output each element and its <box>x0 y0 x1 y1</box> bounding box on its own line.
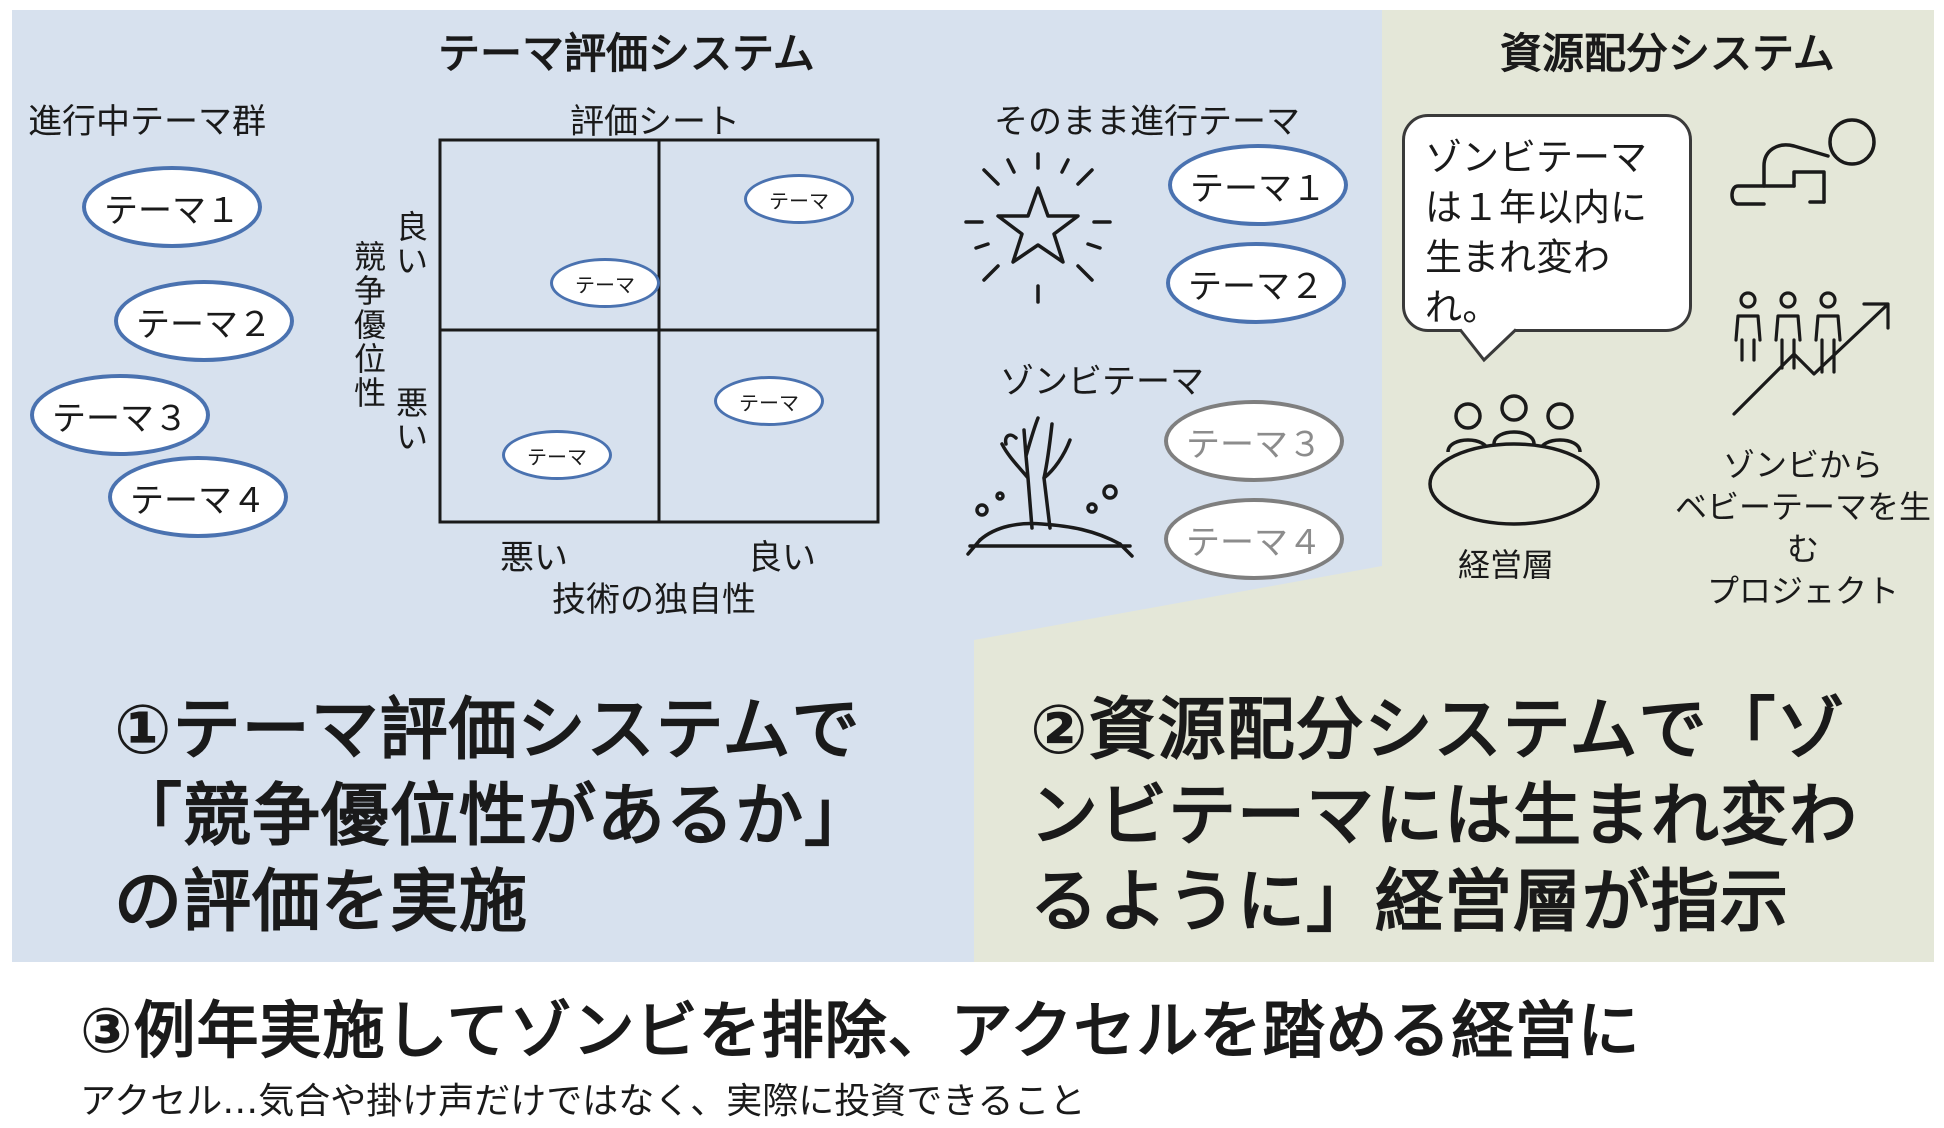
sheet-theme-top-right: テーマ <box>744 174 854 224</box>
bubble-line-1: ゾンビテーマ <box>1425 136 1647 179</box>
ongoing-theme-2: テーマ２ <box>114 280 294 362</box>
continue-theme-2: テーマ２ <box>1166 242 1346 324</box>
sheet-theme-bottom-right: テーマ <box>714 376 824 426</box>
project-line-3: プロジェクト <box>1706 572 1899 610</box>
footer-headline: ③例年実施してゾンビを排除、アクセルを踏める経営に <box>80 994 1641 1067</box>
project-line-2: ベビーテーマを生む <box>1674 488 1931 568</box>
meeting-table-icon <box>1428 394 1600 526</box>
x-bad-label: 悪い <box>500 538 568 578</box>
resource-system-title: 資源配分システム <box>1500 29 1835 78</box>
management-label: 経営層 <box>1458 546 1555 584</box>
y-good-label: 良い <box>395 208 428 280</box>
project-line-1: ゾンビから <box>1722 446 1883 484</box>
continue-theme-1: テーマ１ <box>1168 144 1348 226</box>
statement-1-line-1: ①テーマ評価システムで <box>114 691 861 770</box>
zombie-hand-icon <box>966 416 1134 558</box>
statement-2-line-2: ンビテーマには生まれ変わ <box>1030 777 1859 856</box>
y-axis-label: 競争優位性 <box>353 238 386 412</box>
statement-1-line-2: 「競争優位性があるか」 <box>114 777 874 856</box>
speech-bubble: ゾンビテーマ は１年以内に 生まれ変われ。 <box>1402 114 1692 332</box>
x-good-label: 良い <box>748 538 816 578</box>
sheet-theme-bottom-left: テーマ <box>502 430 612 480</box>
x-axis-label: 技術の独自性 <box>552 580 756 620</box>
zombie-theme-3: テーマ３ <box>1164 400 1344 482</box>
growth-people-icon <box>1732 291 1890 416</box>
star-icon <box>964 152 1112 304</box>
footer-note: アクセル…気合や掛け声だけではなく、実際に投資できること <box>80 1081 1086 1122</box>
speech-bubble-tail <box>1460 328 1518 363</box>
theme-eval-title: テーマ評価システム <box>438 29 815 78</box>
eval-sheet-title: 評価シート <box>570 102 740 142</box>
crawling-baby-icon <box>1730 118 1876 206</box>
ongoing-theme-4: テーマ４ <box>108 456 288 538</box>
project-label: ゾンビから ベビーテーマを生む プロジェクト <box>1668 444 1938 612</box>
sheet-theme-top-left: テーマ <box>550 258 660 308</box>
statement-2-line-3: るように」経営層が指示 <box>1030 863 1790 942</box>
statement-1-line-3: の評価を実施 <box>114 863 529 942</box>
continue-themes-label: そのまま進行テーマ <box>994 102 1300 142</box>
zombie-theme-4: テーマ４ <box>1164 498 1344 580</box>
bubble-line-3: 生まれ変われ。 <box>1425 236 1610 329</box>
zombie-themes-label: ゾンビテーマ <box>1000 362 1204 402</box>
ongoing-theme-3: テーマ３ <box>30 374 210 456</box>
bubble-line-2: は１年以内に <box>1425 186 1647 229</box>
ongoing-theme-1: テーマ１ <box>82 166 262 248</box>
y-bad-label: 悪い <box>395 384 428 456</box>
statement-2-line-1: ②資源配分システムで「ゾ <box>1030 691 1846 770</box>
ongoing-themes-label: 進行中テーマ群 <box>28 102 266 142</box>
